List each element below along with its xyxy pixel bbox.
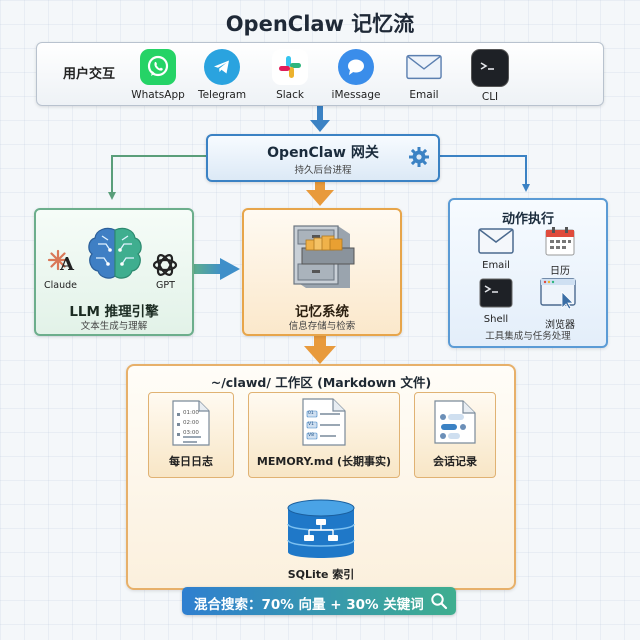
log-time: 01:00 xyxy=(183,410,199,416)
channel-slack[interactable]: Slack xyxy=(255,49,325,101)
llm-subtitle: 文本生成与理解 xyxy=(80,321,148,332)
action-label: Email xyxy=(482,260,510,271)
brain-icon xyxy=(84,224,146,288)
anthropic-mark: A xyxy=(60,254,74,275)
channel-label: CLI xyxy=(481,91,499,103)
session-log-label: 会话记录 xyxy=(433,455,477,468)
action-title: 动作执行 xyxy=(501,212,554,227)
llm-engine-box: A Claude GPT LLM 推理引擎 文本生成与理解 xyxy=(34,208,194,336)
daily-log-card[interactable]: 01:00 02:00 03:00 每日日志 xyxy=(148,392,234,478)
channel-telegram[interactable]: Telegram xyxy=(187,49,257,101)
log-document-icon xyxy=(172,400,210,446)
action-execution-box: 动作执行 Email 日历 Shell 浏览器 工具集成与任务处理 xyxy=(448,198,608,348)
memory-md-label: MEMORY.md (长期事实) xyxy=(256,455,392,468)
file-cabinet-icon xyxy=(284,220,360,296)
session-log-card[interactable]: 会话记录 xyxy=(414,392,496,478)
memory-tag: V1 xyxy=(308,422,314,427)
action-browser[interactable]: 浏览器 xyxy=(530,278,590,331)
page-title: OpenClaw 记忆流 xyxy=(225,12,415,36)
telegram-icon xyxy=(204,49,240,85)
action-subtitle: 工具集成与任务处理 xyxy=(485,331,571,342)
channel-label: Email xyxy=(409,89,439,101)
user-interaction-label: 用户交互 xyxy=(63,67,116,82)
whatsapp-icon xyxy=(140,49,176,85)
llm-title: LLM 推理引擎 xyxy=(69,304,159,320)
action-shell[interactable]: Shell xyxy=(466,278,526,325)
user-interaction-panel: 用户交互 WhatsApp Telegram Slack iMessage xyxy=(36,42,604,106)
action-label: 日历 xyxy=(550,266,570,277)
memory-document-icon xyxy=(302,398,346,446)
search-icon[interactable] xyxy=(430,592,448,614)
calendar-icon xyxy=(545,227,575,256)
email-icon xyxy=(406,49,442,85)
log-time: 02:00 xyxy=(183,420,199,426)
action-calendar[interactable]: 日历 xyxy=(530,226,590,277)
channel-email[interactable]: Email xyxy=(389,49,459,101)
claude-icon xyxy=(46,248,70,276)
workspace-title: ~/clawd/ 工作区 (Markdown 文件) xyxy=(210,375,432,390)
channel-cli[interactable]: CLI xyxy=(455,49,525,103)
channel-label: Telegram xyxy=(197,89,247,101)
memory-subtitle: 信息存储与检索 xyxy=(288,321,356,332)
gear-icon xyxy=(408,146,430,172)
channel-imessage[interactable]: iMessage xyxy=(321,49,391,101)
email-icon xyxy=(478,228,514,254)
gateway-box: OpenClaw 网关 持久后台进程 xyxy=(206,134,440,182)
log-time: 03:00 xyxy=(183,430,199,436)
memory-title: 记忆系统 xyxy=(295,304,349,320)
search-text: 混合搜索：70% 向量 + 30% 关键词 xyxy=(194,597,424,613)
gateway-subtitle: 持久后台进程 xyxy=(294,165,352,176)
slack-icon xyxy=(272,49,308,85)
gateway-title: OpenClaw 网关 xyxy=(267,145,379,161)
memory-tag: V8 xyxy=(308,433,314,438)
memory-system-box: 记忆系统 信息存储与检索 xyxy=(242,208,402,336)
channel-label: iMessage xyxy=(331,89,381,101)
hybrid-search-bar[interactable]: 混合搜索：70% 向量 + 30% 关键词 xyxy=(182,587,456,615)
database-icon xyxy=(287,499,355,558)
action-email[interactable]: Email xyxy=(466,228,526,271)
browser-icon xyxy=(540,278,576,310)
memory-md-card[interactable]: 01 V1 V8 MEMORY.md (长期事实) xyxy=(248,392,400,478)
workspace-panel: ~/clawd/ 工作区 (Markdown 文件) 01:00 02:00 0… xyxy=(126,364,516,590)
channel-label: Slack xyxy=(276,89,304,101)
terminal-icon xyxy=(479,278,513,308)
memory-tag: 01 xyxy=(308,411,314,416)
terminal-icon xyxy=(471,49,509,87)
sqlite-label: SQLite 索引 xyxy=(287,568,355,581)
provider-claude: Claude xyxy=(44,280,77,291)
openai-icon xyxy=(150,250,180,284)
action-label: 浏览器 xyxy=(545,320,575,331)
channel-label: WhatsApp xyxy=(131,89,185,101)
daily-log-label: 每日日志 xyxy=(169,455,213,468)
chat-document-icon xyxy=(434,400,476,444)
action-label: Shell xyxy=(483,314,509,325)
imessage-icon xyxy=(338,49,374,85)
channel-whatsapp[interactable]: WhatsApp xyxy=(123,49,193,101)
provider-gpt: GPT xyxy=(156,280,175,291)
